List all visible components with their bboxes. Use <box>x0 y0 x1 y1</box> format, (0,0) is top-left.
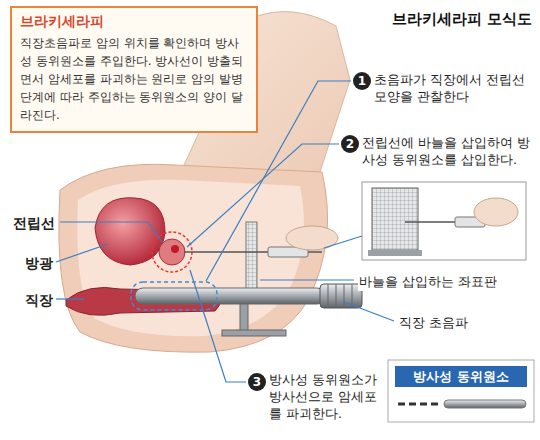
leader-line <box>344 302 394 321</box>
seeds <box>398 403 438 406</box>
box-body: 직장초음파로 암의 위치를 확인하며 방사성 동위원소를 주입한다. 방사선이 … <box>20 34 248 124</box>
label-wrap: 3 <box>248 373 266 391</box>
label-wrap: 직장 초음파 <box>398 312 469 332</box>
isotope-tag: 방사성 동위원소 <box>395 366 527 387</box>
seed-inset <box>388 360 534 422</box>
probe-handle <box>320 284 362 308</box>
label-wrap: 전립선 <box>12 213 56 233</box>
part-label: 바늘을 삽입하는 좌표판 <box>358 274 498 291</box>
handle-ridges <box>328 284 352 308</box>
callout-number: 3 <box>248 373 266 391</box>
tumor <box>171 245 179 253</box>
leader-line <box>56 298 84 299</box>
pelvis <box>59 164 328 352</box>
box-heading: 브라키세라피 <box>20 13 248 31</box>
stand-base <box>222 330 286 336</box>
needle <box>184 251 270 252</box>
inset-base <box>368 250 422 256</box>
probe-highlight <box>131 282 217 310</box>
label-wrap: 전립선에 바늘을 삽입하여 방사성 동위원소를 삽입한다. <box>362 135 532 169</box>
callout-number: 2 <box>341 135 359 153</box>
label-wrap: 1 <box>353 72 371 90</box>
leader-line <box>60 222 162 242</box>
part-label: 직장 <box>24 292 54 310</box>
callout-number: 1 <box>353 72 371 90</box>
tag-text: 방사성 동위원소 <box>399 368 523 385</box>
inset-grid <box>372 188 418 250</box>
title-wrap: 브라키세라피 모식도 <box>372 10 532 29</box>
leader-line <box>324 236 362 248</box>
callout-text: 초음파가 직장에서 전립선 모양을 관찰한다 <box>374 72 532 106</box>
leader-line <box>56 244 108 262</box>
label-wrap: 초음파가 직장에서 전립선 모양을 관찰한다 <box>374 72 532 106</box>
title: 브라키세라피 모식도 <box>372 10 532 29</box>
leader-line <box>190 270 246 382</box>
label-wrap: 직장 <box>24 290 54 310</box>
part-label: 전립선 <box>12 215 56 233</box>
leader-line <box>260 279 354 280</box>
info-box: 브라키세라피직장초음파로 암의 위치를 확인하며 방사성 동위원소를 주입한다.… <box>10 6 258 133</box>
inset-hand <box>474 198 518 226</box>
part-label: 방광 <box>24 255 54 273</box>
ultrasound-probe <box>135 288 325 304</box>
label-wrap: 방사성 동위원소가 방사선으로 암세포를 파괴한다. <box>269 372 387 423</box>
callout-text: 전립선에 바늘을 삽입하여 방사성 동위원소를 삽입한다. <box>362 135 532 169</box>
label-wrap: 2 <box>341 135 359 153</box>
part-label: 직장 초음파 <box>398 315 469 332</box>
seed-needle <box>444 400 526 408</box>
probe-stand <box>240 304 248 332</box>
label-wrap: 바늘을 삽입하는 좌표판 <box>358 271 498 291</box>
callout-text: 방사성 동위원소가 방사선으로 암세포를 파괴한다. <box>269 372 387 423</box>
leader-line <box>187 144 339 247</box>
label-wrap: 방광 <box>24 253 54 273</box>
inset-frame <box>362 182 526 260</box>
plunger <box>308 251 322 253</box>
prostate <box>159 239 185 265</box>
